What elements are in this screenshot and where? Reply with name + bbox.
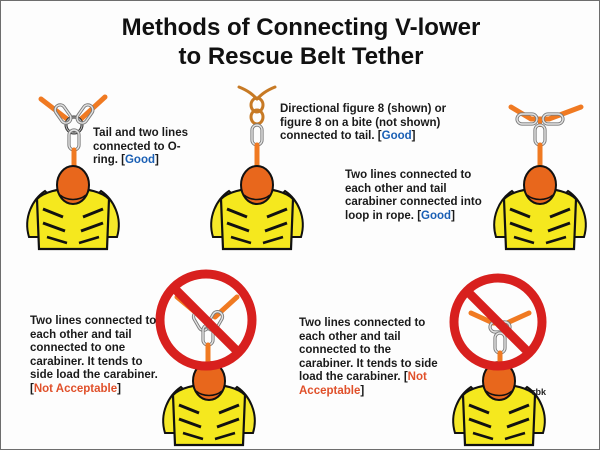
- panel3-caption: Two lines connected to each other and ta…: [345, 169, 482, 222]
- title-line-1: Methods of Connecting V-lower: [121, 14, 481, 41]
- rescuer-figure-5: [451, 360, 547, 447]
- panel2-rigging: [237, 85, 277, 172]
- panel3-rating: Good: [421, 209, 452, 222]
- rescuer-figure-2: [209, 164, 305, 251]
- panel1-text: Tail and two lines connected to O-ring.: [93, 127, 188, 166]
- rescuer-figure-3: [492, 164, 588, 251]
- panel1-rating: Good: [124, 154, 155, 166]
- panel4-rating: Not Acceptable: [33, 382, 118, 395]
- rescuer-figure-4: [161, 360, 257, 447]
- panel4-rigging: [174, 294, 240, 366]
- rescuer-figure-1: [25, 164, 121, 251]
- panel3-rigging: [508, 104, 584, 170]
- panel2-rating: Good: [381, 130, 412, 142]
- panel4-caption: Two lines connected to each other and ta…: [30, 315, 158, 395]
- figure-8-knot-icon: [249, 96, 265, 126]
- o-ring-icon: [64, 115, 84, 135]
- panel2-text: Directional figure 8 (shown) or figure 8…: [280, 103, 447, 142]
- title-line-2: to Rescue Belt Tether: [178, 43, 424, 70]
- panel1-caption: Tail and two lines connected to O-ring. …: [93, 127, 188, 166]
- prohibition-icon: [155, 269, 257, 371]
- panel2-caption: Directional figure 8 (shown) or figure 8…: [280, 103, 447, 142]
- panel5-rating: Not Acceptable: [299, 371, 427, 397]
- diagram-title: Methods of Connecting V-lower to Rescue …: [1, 13, 600, 71]
- prohibition-icon: [449, 273, 547, 371]
- panel3-text: Two lines connected to each other and ta…: [345, 169, 482, 222]
- author-signature: rbk: [532, 387, 547, 397]
- panel5-caption: Two lines connected to each other and ta…: [299, 317, 438, 397]
- panel4-text: Two lines connected to each other and ta…: [30, 315, 158, 381]
- panel5-text: Two lines connected to each other and ta…: [299, 317, 438, 383]
